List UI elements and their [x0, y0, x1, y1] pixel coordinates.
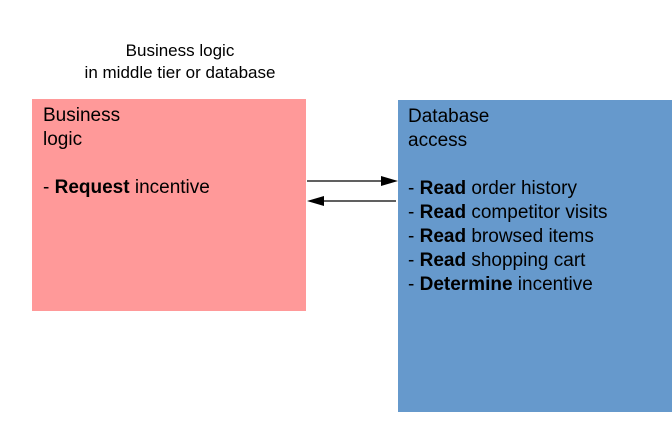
- database-item-determine-incentive: - Determine incentive: [408, 273, 662, 297]
- arrowhead-right-icon: [381, 176, 398, 186]
- business-box-title-line-1: Business: [43, 105, 121, 126]
- item-verb: Read: [419, 250, 467, 271]
- item-rest: incentive: [512, 274, 593, 295]
- item-rest: competitor visits: [466, 202, 608, 223]
- item-verb: Request: [54, 177, 130, 198]
- item-verb: Read: [419, 226, 467, 247]
- database-item-browsed-items: - Read browsed items: [408, 225, 662, 249]
- database-access-box: Database access - Read order history - R…: [398, 100, 672, 412]
- item-rest: browsed items: [466, 226, 594, 247]
- item-prefix: -: [408, 178, 420, 199]
- business-box-title-line-2: logic: [43, 129, 83, 150]
- item-verb: Determine: [419, 274, 513, 295]
- database-box-items: - Read order history - Read competitor v…: [408, 177, 662, 297]
- item-verb: Read: [419, 178, 467, 199]
- database-item-shopping-cart: - Read shopping cart: [408, 249, 662, 273]
- business-box-items: - Request incentive: [43, 176, 296, 200]
- caption-line-2: in middle tier or database: [84, 63, 276, 82]
- diagram-caption: Business logic in middle tier or databas…: [28, 40, 332, 84]
- item-prefix: -: [408, 250, 420, 271]
- arrow-business-to-database: [307, 176, 398, 186]
- item-rest: incentive: [129, 177, 210, 198]
- business-logic-box: Business logic - Request incentive: [32, 99, 306, 311]
- database-box-title-line-2: access: [408, 130, 468, 151]
- caption-line-1: Business logic: [125, 41, 235, 60]
- business-item-request-incentive: - Request incentive: [43, 176, 296, 200]
- item-prefix: -: [43, 177, 55, 198]
- item-rest: shopping cart: [466, 250, 586, 271]
- database-item-order-history: - Read order history: [408, 177, 662, 201]
- item-prefix: -: [408, 274, 420, 295]
- item-rest: order history: [466, 178, 577, 199]
- item-prefix: -: [408, 202, 420, 223]
- arrowhead-left-icon: [307, 196, 324, 206]
- item-verb: Read: [419, 202, 467, 223]
- item-prefix: -: [408, 226, 420, 247]
- arrow-database-to-business: [307, 196, 396, 206]
- database-item-competitor-visits: - Read competitor visits: [408, 201, 662, 225]
- database-box-title-line-1: Database: [408, 106, 490, 127]
